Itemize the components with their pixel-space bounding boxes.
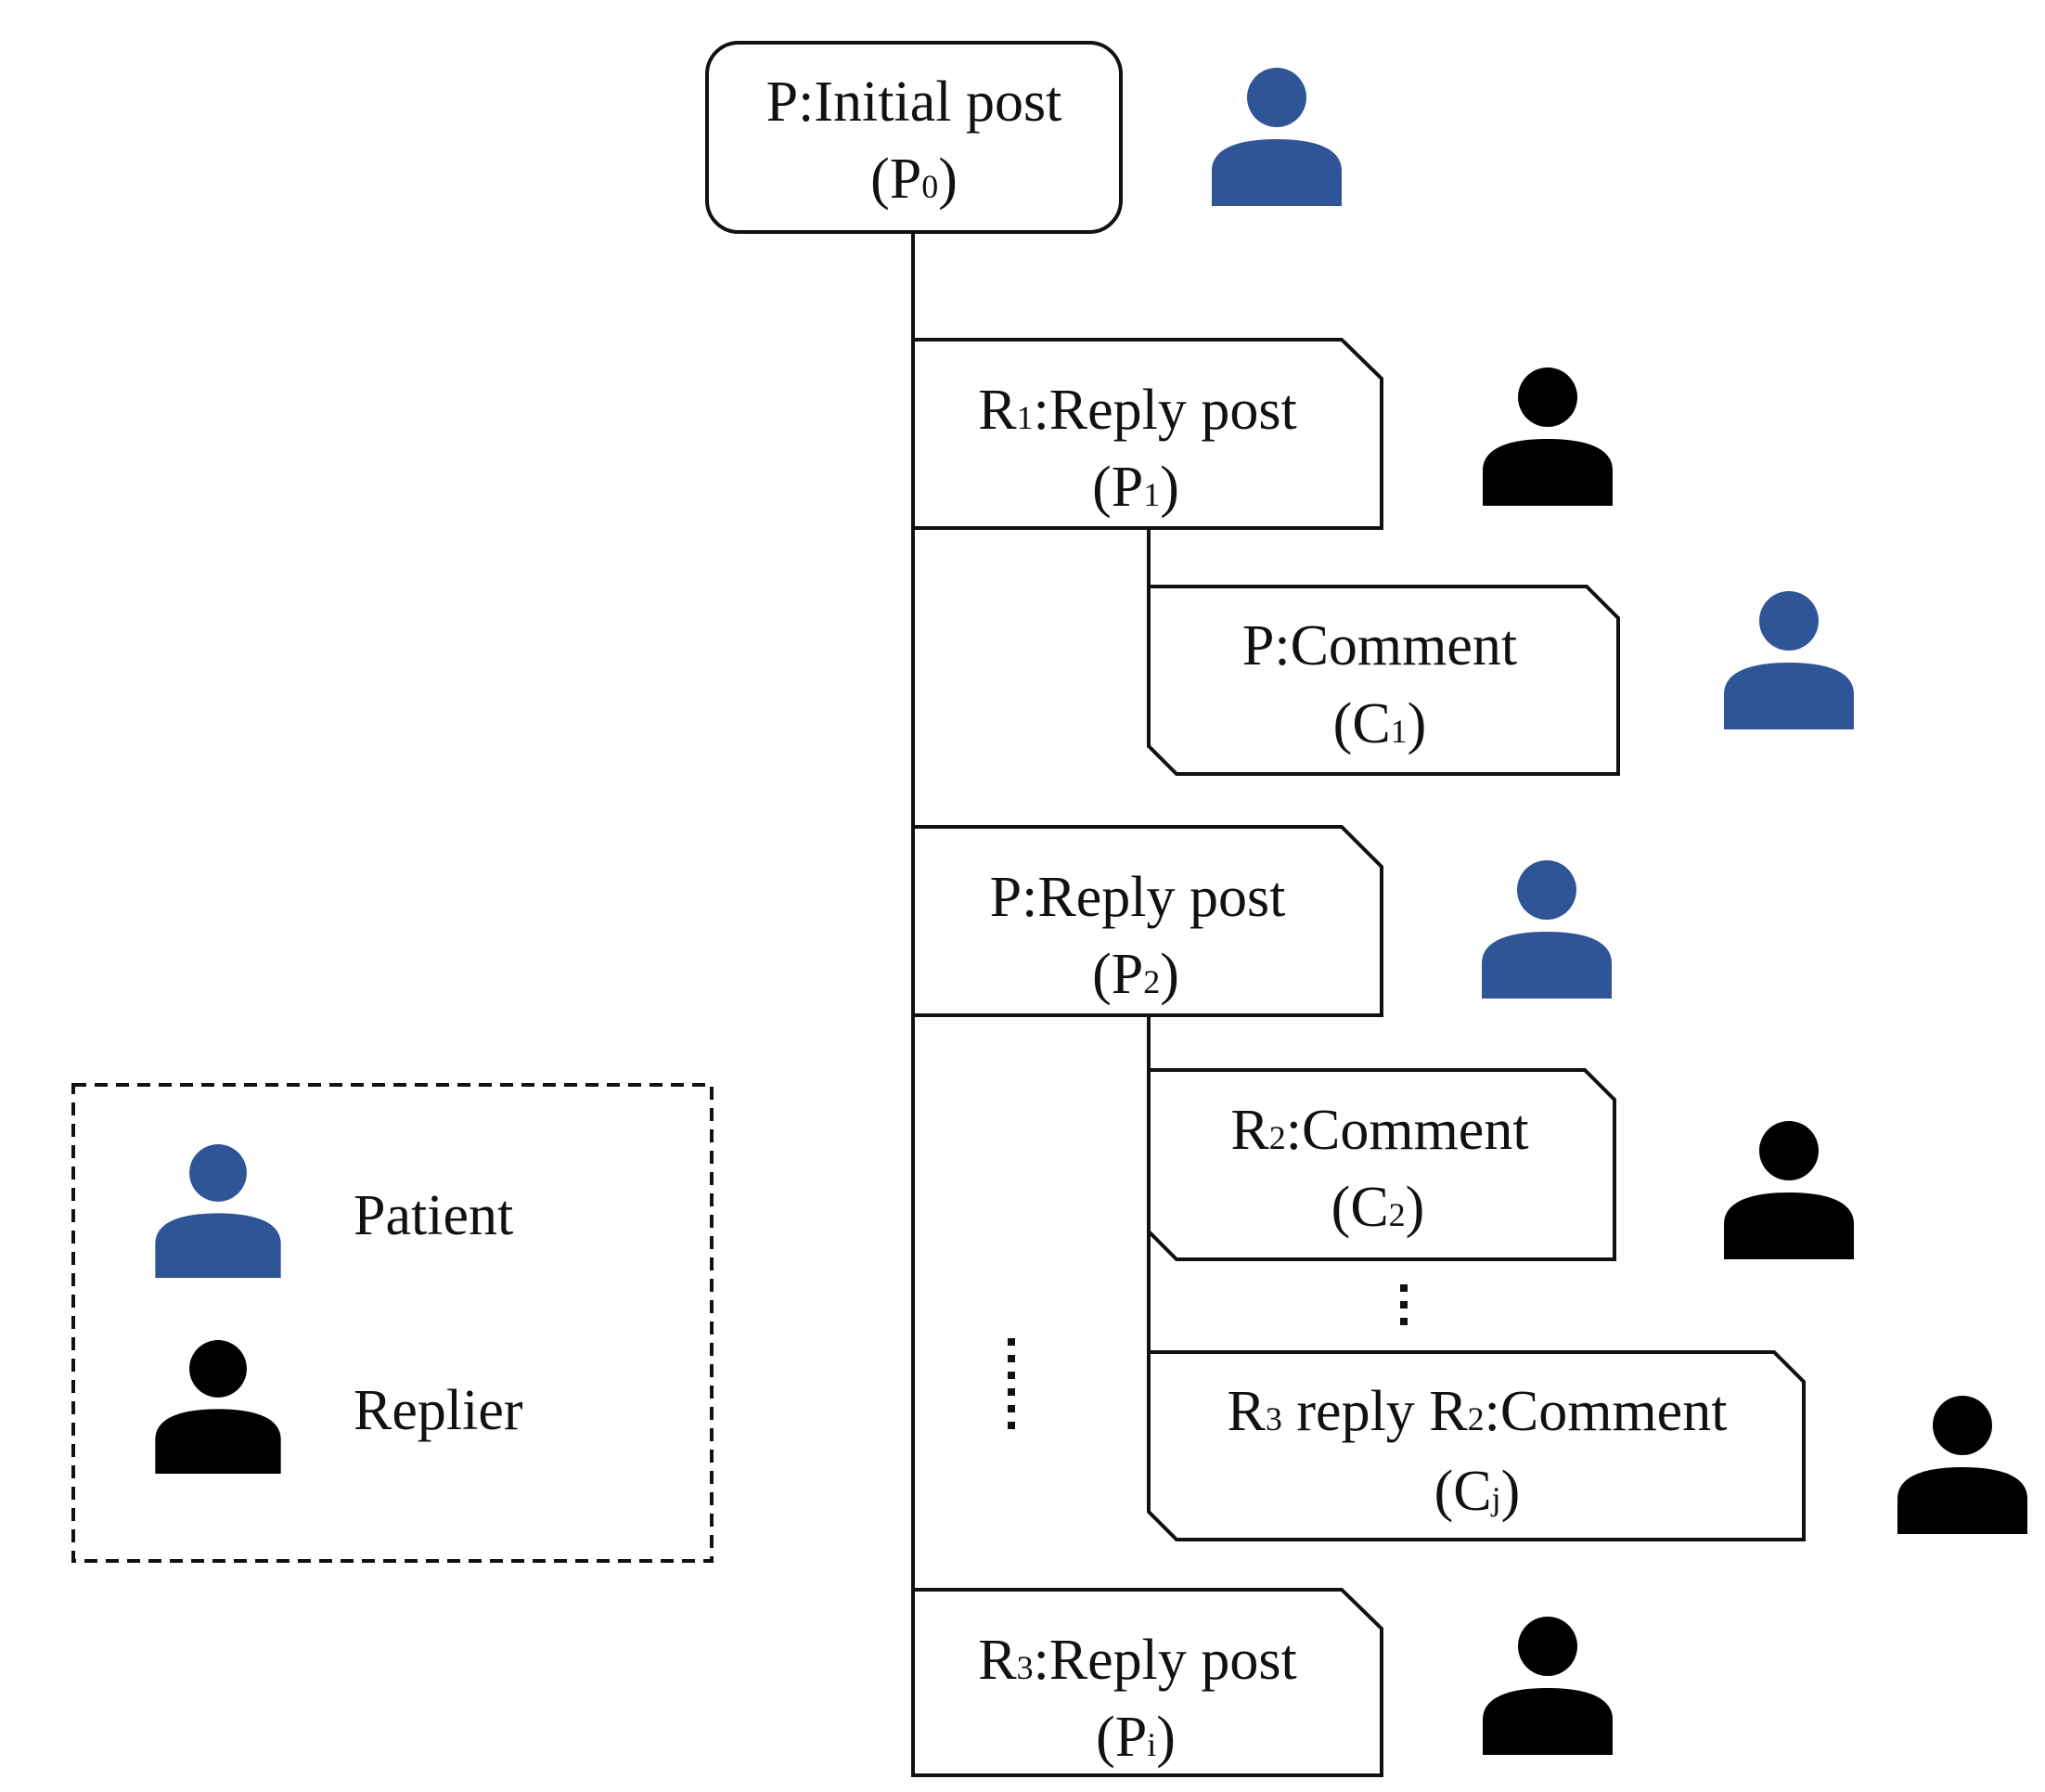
node-comment-cj: R3 reply R2:Comment (Cj): [1147, 1350, 1806, 1541]
initial-post-title: P:Initial post: [766, 71, 1062, 134]
node-comment-c2: R2:Comment (C2): [1147, 1068, 1616, 1261]
reply-post-p2-code: (P2): [1092, 943, 1179, 1006]
legend-replier-label: Replier: [354, 1379, 523, 1442]
node-initial-post: P:Initial post (P0): [705, 41, 1123, 234]
comments-ellipsis: [1400, 1284, 1408, 1325]
comment-cj-box: [1147, 1350, 1806, 1541]
replier-person-icon: [1483, 367, 1613, 506]
legend-patient-icon: [155, 1143, 281, 1278]
reply-post-p1-code: (P1): [1092, 456, 1179, 519]
replier-person-icon: [1483, 1617, 1613, 1755]
patient-person-icon: [1724, 591, 1854, 729]
node-reply-post-pi: R3:Reply post (Pi): [911, 1588, 1383, 1777]
reply-posts-ellipsis: [1008, 1338, 1015, 1429]
legend-replier-icon: [155, 1339, 281, 1474]
comment-cj-title: R3 reply R2:Comment: [1228, 1380, 1728, 1443]
comment-c2-code: (C2): [1331, 1176, 1425, 1239]
comment-c2-title: R2:Comment: [1230, 1099, 1528, 1162]
legend-patient-label: Patient: [354, 1184, 513, 1247]
reply-post-p2-box: [911, 825, 1383, 1017]
legend: Patient Replier: [71, 1083, 714, 1563]
replier-person-icon: [1724, 1121, 1854, 1259]
node-reply-post-p2: P:Reply post (P2): [911, 825, 1383, 1017]
comment-c1-box: [1147, 585, 1620, 776]
reply-post-p2-title: P:Reply post: [990, 866, 1286, 929]
comment-c2-box: [1147, 1068, 1616, 1261]
patient-person-icon: [1482, 860, 1612, 999]
comment-c1-title: P:Comment: [1242, 614, 1517, 677]
comment-c1-code: (C1): [1333, 692, 1427, 755]
reply-post-pi-box: [911, 1588, 1383, 1777]
node-comment-c1: P:Comment (C1): [1147, 585, 1620, 776]
replier-person-icon: [1897, 1396, 2027, 1534]
reply-post-pi-title: R3:Reply post: [978, 1629, 1297, 1692]
reply-post-p1-box: [911, 338, 1383, 530]
node-reply-post-p1: R1:Reply post (P1): [911, 338, 1383, 530]
initial-post-box: [705, 41, 1123, 234]
initial-post-code: (P0): [870, 148, 958, 211]
comment-cj-code: (Cj): [1434, 1460, 1521, 1523]
legend-frame: [71, 1083, 714, 1563]
reply-post-p1-title: R1:Reply post: [978, 379, 1297, 442]
reply-post-pi-code: (Pi): [1096, 1706, 1176, 1769]
patient-person-icon: [1212, 68, 1342, 206]
